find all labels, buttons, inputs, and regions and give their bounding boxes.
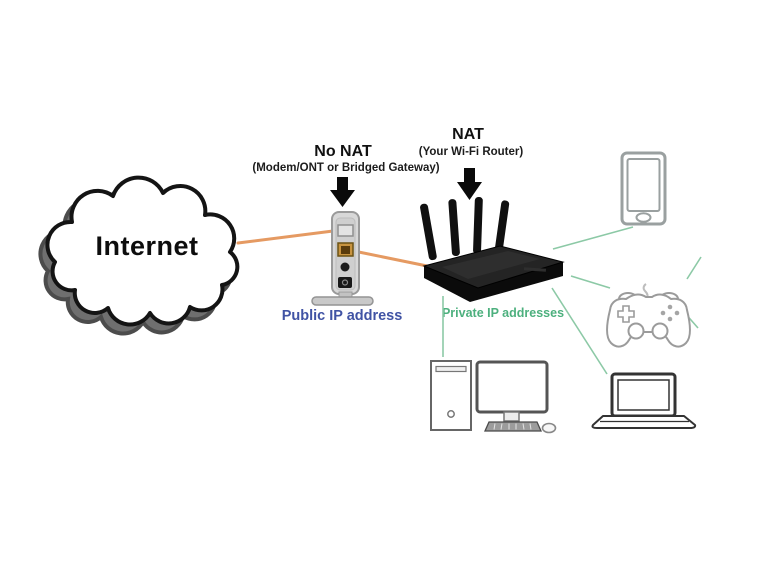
- controller-dpad: [617, 305, 635, 323]
- private-ip-caption: Private IP addresses: [442, 306, 564, 320]
- tower-drive-bay: [435, 365, 467, 373]
- desktop-mouse: [541, 422, 557, 434]
- desktop-tower: [430, 360, 472, 431]
- modem-stand-base: [311, 296, 374, 306]
- controller-buttons: [660, 304, 680, 322]
- no-nat-heading: No NAT: [314, 143, 372, 160]
- router-top-sheen: [442, 251, 540, 279]
- modem-power-port: [338, 277, 352, 288]
- lan-link-router-to-controller: [570, 275, 611, 289]
- router-body-front: [424, 262, 563, 302]
- nat-subheading: (Your Wi-Fi Router): [419, 146, 524, 158]
- controller-right-stick: [651, 322, 669, 340]
- controller-left-stick: [627, 322, 645, 340]
- cloud-outline: [45, 175, 240, 327]
- wifi-router-icon: [420, 197, 565, 302]
- modem-icon: [311, 211, 374, 306]
- desktop-keyboard: [483, 421, 543, 432]
- wan-link-internet-to-modem: [236, 228, 343, 245]
- desktop-monitor: [475, 360, 549, 414]
- down-arrow-icon: [457, 168, 482, 200]
- phone-home-button: [635, 212, 652, 223]
- monitor-stand: [503, 411, 520, 422]
- modem-coax-connector: [340, 262, 350, 272]
- public-ip-caption: Public IP address: [282, 308, 403, 324]
- router-led-strip: [523, 267, 547, 272]
- modem-wan-port: [337, 224, 354, 237]
- laptop-icon: [591, 372, 697, 429]
- router-callout: NAT (Your Wi-Fi Router): [419, 126, 524, 200]
- internet-label: Internet: [95, 231, 198, 261]
- tower-power-button: [447, 410, 455, 418]
- smartphone-icon: [620, 151, 667, 226]
- no-nat-subheading: (Modem/ONT or Bridged Gateway): [252, 162, 439, 174]
- down-arrow-icon: [330, 177, 355, 207]
- lan-link-router-to-smartphone: [552, 226, 634, 250]
- modem-ethernet-port-inner: [341, 246, 350, 254]
- lan-link-router-to-laptop: [551, 287, 608, 375]
- lan-link-smartphone-controller: [686, 256, 702, 280]
- modem-callout: No NAT (Modem/ONT or Bridged Gateway): [252, 143, 440, 207]
- internet-cloud-icon: Internet: [38, 175, 240, 336]
- router-antennas: [420, 197, 510, 261]
- desktop-computer-icon: [430, 360, 557, 434]
- nat-heading: NAT: [452, 126, 484, 143]
- game-controller-icon: [606, 283, 691, 348]
